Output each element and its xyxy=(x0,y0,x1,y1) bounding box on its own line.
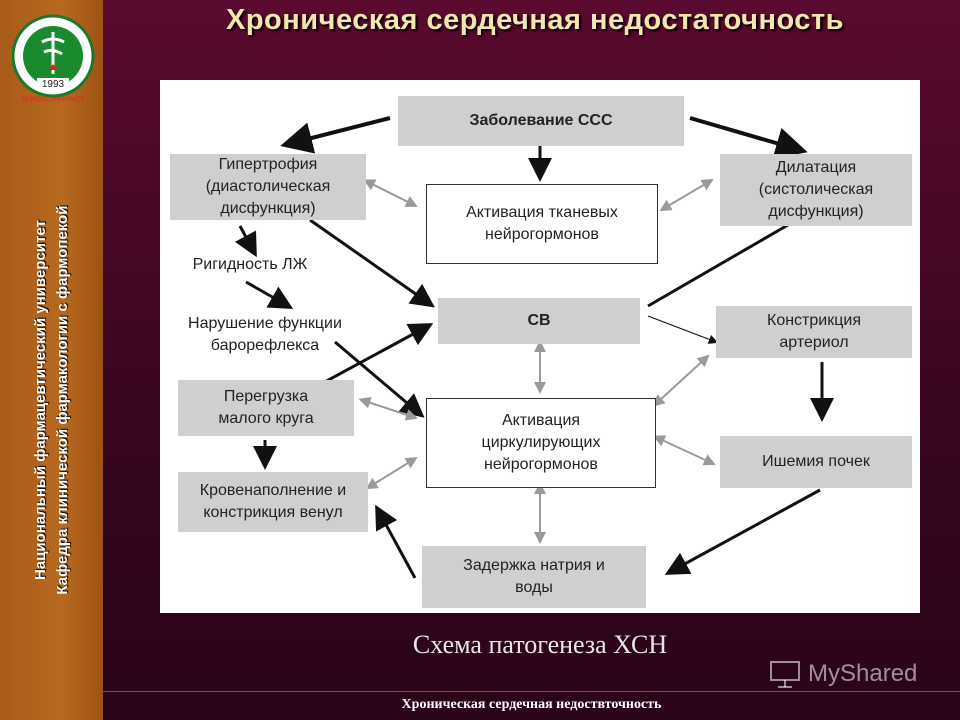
node-constriction-arterioles: Констрикция артериол xyxy=(716,306,912,358)
arrow-disease-hyper xyxy=(280,116,391,154)
node-overload-line1: Перегрузка xyxy=(223,388,309,405)
arrow-overload-circ xyxy=(358,396,418,421)
arrow-tissue-dilat xyxy=(659,178,714,212)
node-overload: Перегрузка малого круга xyxy=(178,380,354,436)
sidebar xyxy=(0,0,103,720)
node-ischemia-label: Ишемия почек xyxy=(762,453,870,470)
node-hypertrophy-line3: дисфункция) xyxy=(220,200,316,217)
node-circulating-line2: циркулирующих xyxy=(481,434,601,451)
arrow-circ-constr xyxy=(652,354,710,407)
node-dilatation-line2: (систолическая xyxy=(758,181,874,198)
diagram-panel: Заболевание ССС Гипертрофия (диастоличес… xyxy=(160,80,920,613)
arrow-overload-sv xyxy=(309,323,434,392)
arrow-rigid-baro xyxy=(245,280,294,309)
node-rigidity: Ригидность ЛЖ xyxy=(170,252,330,278)
footer-divider xyxy=(103,691,960,692)
logo-year: 1993 xyxy=(42,79,65,90)
presentation-icon xyxy=(770,661,800,688)
arrow-circ-isch xyxy=(652,435,716,466)
node-sodium-line1: Задержка натрия и xyxy=(463,557,605,574)
diagram-caption: Схема патогенеза ХСН xyxy=(412,630,668,659)
node-venule-line1: Кровенаполнение и xyxy=(199,482,347,499)
footer-text: Хроническая сердечная недоствточность xyxy=(401,697,662,712)
arrow-venul-circ xyxy=(365,456,418,490)
sidebar-line-university: Национальный фармацевтический университе… xyxy=(32,220,49,580)
watermark-text: MyShared xyxy=(808,660,918,687)
arrow-sodium-venul xyxy=(375,504,417,579)
logo-ring-text: CLINICAL PHARMACY xyxy=(22,97,84,103)
node-tissue-neurohormones: Активация тканевых нейрогормонов xyxy=(426,184,658,264)
node-dilatation-line3: дисфункция) xyxy=(768,203,864,220)
node-hypertrophy-line2: (диастолическая xyxy=(205,178,331,195)
arrow-isch-sodium xyxy=(664,488,821,575)
arrow-hyper-rigid xyxy=(234,225,257,258)
node-dilatation: Дилатация (систолическая дисфункция) xyxy=(720,154,912,226)
arrow-dilat-sv xyxy=(647,216,801,308)
node-hypertrophy: Гипертрофия (диастолическая дисфункция) xyxy=(170,154,366,220)
page-title: Хроническая сердечная недостаточность xyxy=(226,4,844,36)
arrow-hyper-tissue xyxy=(363,179,418,207)
node-circulating-line1: Активация xyxy=(501,412,581,429)
sidebar-text: Национальный фармацевтический университе… xyxy=(4,140,100,660)
diagram-arrows xyxy=(234,116,834,579)
node-tissue-line2: нейрогормонов xyxy=(485,226,599,243)
arrow-hyper-sv xyxy=(309,218,435,308)
node-sv: СВ xyxy=(438,298,640,344)
node-kidney-ischemia: Ишемия почек xyxy=(720,436,912,488)
arrow-sv-constr xyxy=(647,315,719,344)
node-venule-constriction: Кровенаполнение и констрикция венул xyxy=(178,472,368,532)
university-logo: 1993 CLINICAL PHARMACY xyxy=(11,14,95,103)
node-rigidity-label: Ригидность ЛЖ xyxy=(192,256,308,273)
node-sv-label: СВ xyxy=(527,312,551,329)
node-sodium-retention: Задержка натрия и воды xyxy=(422,546,646,608)
node-dilatation-line1: Дилатация xyxy=(775,159,857,176)
node-disease-label: Заболевание ССС xyxy=(469,112,613,129)
node-hypertrophy-line1: Гипертрофия xyxy=(218,156,318,173)
node-circulating-neurohormones: Активация циркулирующих нейрогормонов xyxy=(426,398,656,488)
node-constriction-line2: артериол xyxy=(779,334,849,351)
node-baroreflex-line2: барорефлекса xyxy=(210,337,320,354)
node-circulating-line3: нейрогормонов xyxy=(484,456,598,473)
sidebar-line-department: Кафедра клинической фармакологии с фармо… xyxy=(54,205,71,595)
arrow-disease-dilat xyxy=(689,116,808,159)
node-venule-line2: констрикция венул xyxy=(203,504,343,521)
watermark: MyShared xyxy=(768,656,948,692)
node-sodium-line2: воды xyxy=(515,579,553,596)
node-constriction-line1: Констрикция xyxy=(767,312,861,329)
node-tissue-line1: Активация тканевых xyxy=(466,204,618,221)
node-overload-line2: малого круга xyxy=(218,410,314,427)
node-baroreflex-line1: Нарушение функции xyxy=(188,315,342,332)
node-baroreflex: Нарушение функции барорефлекса xyxy=(170,312,360,358)
node-disease: Заболевание ССС xyxy=(398,96,684,146)
